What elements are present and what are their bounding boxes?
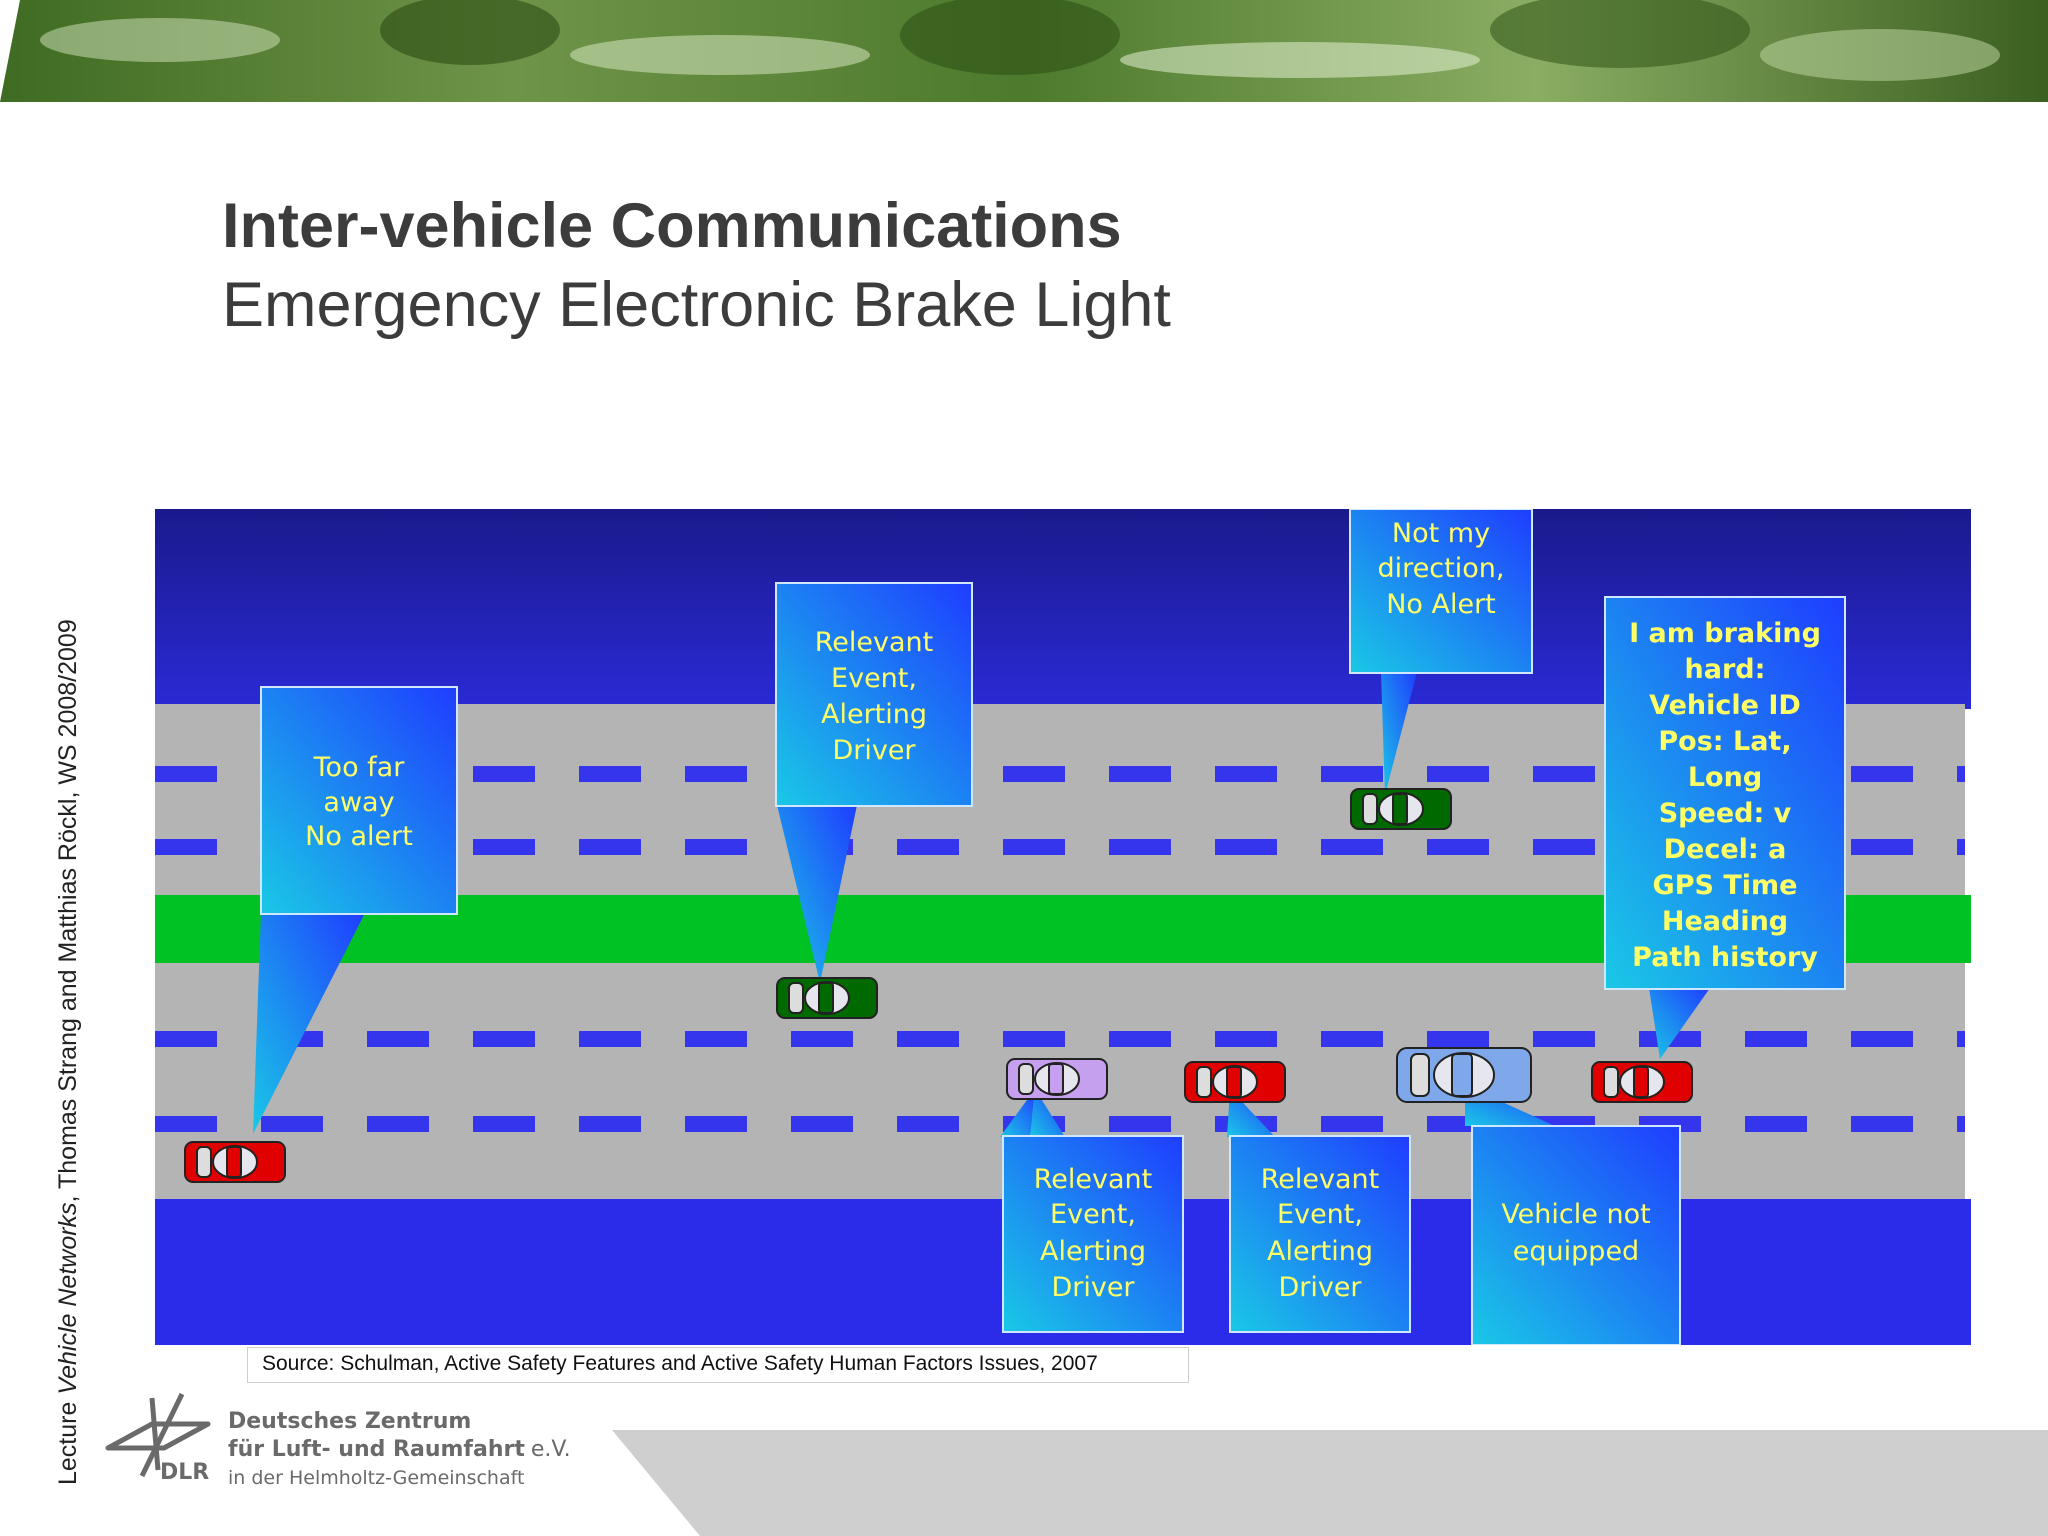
callout-relevant-top-line-1: Relevant: [815, 627, 934, 658]
callout-braking-line-3: Vehicle ID: [1649, 690, 1801, 721]
callout-not-equipped-line-2: equipped: [1513, 1236, 1639, 1267]
side-credit-suffix: , Thomas Strang and Matthias Röckl, WS 2…: [54, 619, 82, 1203]
callout-not-my-direction-line-3: No Alert: [1386, 589, 1496, 620]
dlr-emblem-icon: [105, 1392, 211, 1478]
callout-braking-line-10: Path history: [1632, 942, 1818, 973]
callout-relevant-top-line-2: Event,: [831, 663, 917, 694]
callout-not-equipped: Vehicle not equipped: [1465, 1085, 1681, 1345]
callout-not-my-direction-line-2: direction,: [1378, 553, 1505, 584]
callout-relevant-top: Relevant Event, Alerting Driver: [775, 582, 973, 983]
footer-band: [612, 1430, 2048, 1536]
car-red-far: [184, 1141, 286, 1183]
car-green-upper: [1350, 788, 1452, 830]
car-red-middle: [1184, 1061, 1286, 1103]
dlr-line-1: Deutsches Zentrum: [228, 1409, 471, 1434]
callout-relevant-purple-line-2: Event,: [1050, 1199, 1136, 1230]
side-credit: Lecture Vehicle Networks, Thomas Strang …: [54, 619, 83, 1485]
callout-too-far-line-2: away: [323, 787, 394, 818]
dlr-line-2-main: für Luft- und Raumfahrt: [228, 1437, 525, 1462]
callout-braking-line-9: Heading: [1662, 906, 1788, 937]
car-green-lower: [776, 977, 878, 1019]
callout-braking-line-6: Speed: v: [1659, 798, 1792, 829]
callout-relevant-purple: Relevant Event, Alerting Driver: [1000, 1089, 1184, 1333]
callout-too-far-line-3: No alert: [305, 821, 413, 852]
car-red-braking: [1591, 1061, 1693, 1103]
callout-braking-line-8: GPS Time: [1653, 870, 1798, 901]
callout-relevant-purple-line-4: Driver: [1051, 1272, 1135, 1303]
traffic-diagram: Too far away No alert Relevant Event, Al…: [155, 509, 1971, 1345]
callout-not-equipped-line-1: Vehicle not: [1501, 1199, 1650, 1230]
callout-too-far: Too far away No alert: [253, 686, 458, 1134]
side-credit-course: Vehicle Networks: [54, 1202, 82, 1395]
callout-relevant-red-line-4: Driver: [1278, 1272, 1362, 1303]
car-blue-not-equipped: [1396, 1047, 1532, 1103]
callout-braking: I am braking hard: Vehicle ID Pos: Lat, …: [1604, 596, 1846, 1059]
slide-title: Inter-vehicle Communications: [222, 191, 1122, 261]
header-photo-image: [0, 0, 2048, 102]
callout-braking-line-1: I am braking: [1629, 618, 1821, 649]
dlr-logo: DLR Deutsches Zentrum für Luft- und Raum…: [102, 1390, 572, 1520]
callout-not-my-direction-line-1: Not my: [1392, 518, 1490, 549]
dlr-line-3: in der Helmholtz-Gemeinschaft: [228, 1467, 524, 1489]
title-block: Inter-vehicle Communications Emergency E…: [222, 188, 1171, 346]
callout-braking-line-7: Decel: a: [1664, 834, 1787, 865]
callout-relevant-red: Relevant Event, Alerting Driver: [1227, 1089, 1411, 1333]
header-banner: [0, 0, 2048, 102]
callout-relevant-red-line-2: Event,: [1277, 1199, 1363, 1230]
callout-relevant-purple-line-3: Alerting: [1040, 1236, 1146, 1267]
callout-braking-line-5: Long: [1688, 762, 1762, 793]
callout-braking-line-2: hard:: [1685, 654, 1766, 685]
source-note: Source: Schulman, Active Safety Features…: [247, 1347, 1189, 1383]
callout-relevant-red-line-1: Relevant: [1261, 1164, 1380, 1195]
car-purple: [1006, 1058, 1108, 1100]
callout-relevant-red-line-3: Alerting: [1267, 1236, 1373, 1267]
dlr-logo-graphic: DLR Deutsches Zentrum für Luft- und Raum…: [105, 1392, 571, 1489]
callout-braking-line-4: Pos: Lat,: [1658, 726, 1791, 757]
callout-not-my-direction: Not my direction, No Alert: [1349, 509, 1533, 795]
callout-relevant-top-line-4: Driver: [832, 735, 916, 766]
callout-too-far-line-1: Too far: [313, 752, 406, 783]
dlr-line-2-suffix: e.V.: [531, 1437, 571, 1462]
slide-subtitle: Emergency Electronic Brake Light: [222, 270, 1171, 340]
callout-relevant-top-line-3: Alerting: [821, 699, 927, 730]
callout-relevant-purple-line-1: Relevant: [1034, 1164, 1153, 1195]
dlr-mark: DLR: [160, 1460, 209, 1485]
